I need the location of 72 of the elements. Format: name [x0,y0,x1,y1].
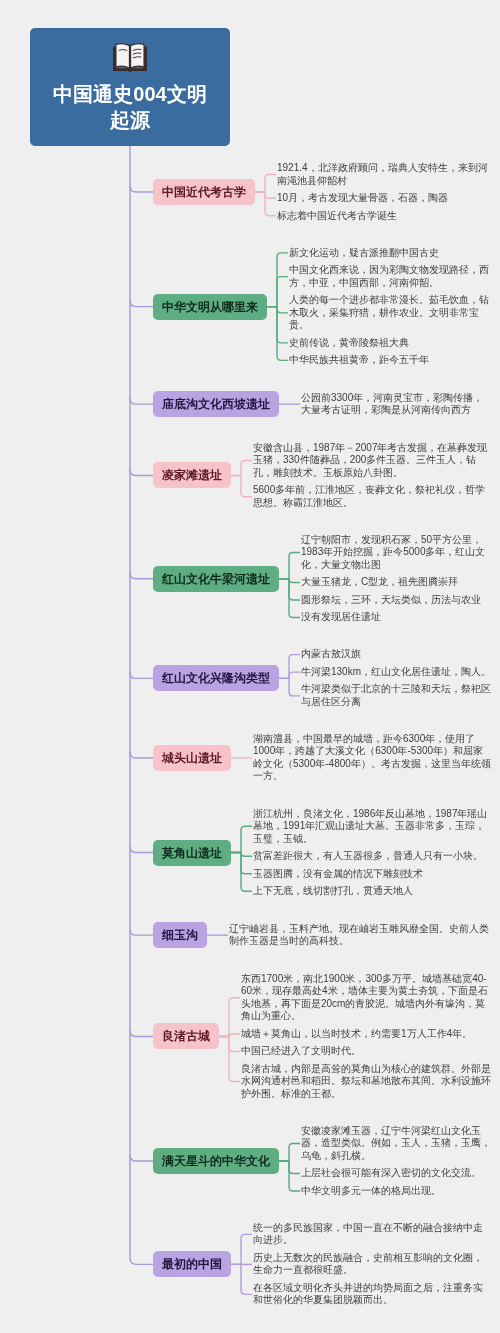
subtopic-text: 在各区域文明化齐头并进的均势局面之后，注重务实和世俗化的华夏集团脱颖而出。 [253,1281,492,1307]
subtopic-text: 公园前3300年，河南灵宝市，彩陶传播，大量考古证明，彩陶是从河南传向西方 [301,391,492,417]
subtopic-text: 中国文化西来说，因为彩陶文物发现路径，西方，中亚，中国西部，河南仰韶。 [289,264,492,290]
branch-topic: 满天星斗的中华文化 [153,1148,279,1175]
subtopic-text: 上层社会很可能有深入密切的文化交流。 [301,1167,481,1180]
subtopic-text: 牛河梁类似于北京的十三陵和天坛，祭祀区与居住区分离 [301,683,492,709]
subtopic-text: 辽宁朝阳市，发现积石冢，50平方公里，1983年开始挖掘，距今5000多年，红山文化，大量文物出图 [301,533,492,572]
subtopic-text: 中华民族共祖黄帝，距今五千年 [289,354,429,367]
subtopic-text: 标志着中国近代考古学诞生 [277,209,397,222]
connector-line [230,851,253,892]
branch-topic: 红山文化牛梁河遗址 [153,565,279,592]
subtopic-text: 史前传说，黄帝陵祭祖大典 [289,336,409,350]
connector-line [206,934,229,936]
connector-line [129,468,154,477]
connector-line [129,1257,154,1266]
branch-topic: 细玉沟 [153,922,207,949]
subtopic-text: 10月，考古发现大量骨器，石器，陶器 [277,192,449,205]
connector-line [129,671,154,680]
subtopic-text: 城墙＋莫角山，以当时技术，约需要1万人工作4年。 [241,1027,473,1041]
connector-line [129,1154,154,1162]
connector-line [278,403,301,405]
branch-topic: 红山文化兴隆沟类型 [153,665,279,692]
subtopic-text: 中国已经进入了文明时代。 [241,1045,361,1058]
connector-line [278,677,301,697]
connector-line [218,1035,241,1083]
subtopic-text: 5600多年前，江淮地区，丧葬文化，祭祀礼仪，哲学思想。称霸江淮地区。 [253,484,492,510]
subtopic-text: 历史上无数次的民族融合，史前相互影响的文化圈，生命力一直都很旺盛。 [253,1251,492,1277]
branch-topic: 莫角山遗址 [153,839,231,866]
subtopic-text: 内蒙古敖汉旗 [301,648,361,661]
connector-line [129,397,154,405]
connector-line [278,1160,301,1192]
connector-line [129,845,154,854]
subtopic-text: 中华文明多元一体的格局出现。 [301,1184,441,1198]
subtopic-text: 东西1700米，南北1900米，300多万平。城墙基础宽40-60米，现存最高处4米，墙体主要为黄土夯筑，下面是石头地基，再下面是20cm的青胶泥。城墙内外有壕沟，莫角山为重心。 [241,972,492,1023]
subtopic-text: 安徽含山县，1987年－2007年考古发掘，在墓葬发现玉猪，330件随葬品，200多件玉器。三件玉人，钻孔，雕刻技术。玉板原始八卦图。 [253,441,492,480]
branch-topic: 庙底沟文化西坡遗址 [153,391,279,418]
branch-topic: 城头山遗址 [153,744,231,771]
subtopic-text: 没有发现居住遗址 [301,611,381,624]
branch-topic: 最初的中国 [153,1251,231,1278]
subtopic-text: 湖南澧县，中国最早的城墙，距今6300年，使用了1000年，跨越了大溪文化（6300年-5300年）和屈家岭文化（5300年-4800年）。考古发掘，这里当年统领一方。 [253,732,492,783]
subtopic-text: 上下无底，线切割打孔，贯通天地人 [253,885,413,898]
connector-line [278,578,301,619]
subtopic-text: 圆形祭坛，三环，天坛类似，历法与农业 [301,593,481,607]
subtopic-text: 统一的多民族国家，中国一直在不断的融合接纳中走向进步。 [253,1221,492,1247]
root-title: 中国通史004文明起源 [52,82,208,133]
subtopic-text: 良渚古城，内部是高耸的莫角山为核心的建筑群。外部是水网沟通村邑和稻田。祭坛和墓地散布其间。水利设施环护外围。标准的王都。 [241,1062,492,1101]
connector-line [254,191,277,217]
subtopic-text: 安徽凌家滩玉器，辽宁牛河梁红山文化玉器，造型类似。例如，玉人，玉猪，玉鹰，乌龟，斜孔横。 [301,1124,492,1163]
connector-line [230,474,253,498]
subtopic-text: 辽宁岫岩县，玉料产地。现在岫岩玉雕风靡全国。史前人类制作玉器是当时的高科技。 [229,922,492,948]
root-topic [30,28,230,146]
connector-line [129,572,154,580]
branch-topic: 中国近代考古学 [153,179,255,205]
branch-topic: 中华文明从哪里来 [153,293,267,320]
subtopic-text: 大量玉猪龙，C型龙，祖先图腾崇拜 [301,576,459,589]
connector-line [129,751,154,759]
connector-line [129,145,131,1260]
branch-topic: 良渚古城 [153,1023,219,1050]
subtopic-text: 贫富差距很大，有人玉器很多，普通人只有一小块。 [253,850,483,863]
subtopic-text: 浙江杭州，良渚文化，1986年反山墓地，1987年瑶山墓地，1991年汇观山遗址大墓。玉器非常多，玉琮，玉璧，玉钺。 [253,807,492,846]
connector-line [129,1029,154,1038]
connector-line [230,757,253,759]
subtopic-text: 新文化运动，疑古派推翻中国古史 [289,246,439,260]
subtopic-text: 玉器图腾，没有金属的情况下雕刻技术 [253,867,423,881]
subtopic-text: 1921.4，北洋政府顾问，瑞典人安特生，来到河南渑池县仰韶村 [277,162,492,187]
subtopic-text: 牛河梁130km，红山文化居住遗址，陶人。 [301,665,491,679]
connector-line [129,185,154,193]
connector-line [266,305,289,362]
connector-line [129,928,154,936]
branch-topic: 凌家滩遗址 [153,462,231,489]
connector-line [129,299,154,308]
subtopic-text: 人类的每一个进步都非常漫长。茹毛饮血，钻木取火，采集狩猎，耕作农业。文明非常宝贵。 [289,294,492,332]
